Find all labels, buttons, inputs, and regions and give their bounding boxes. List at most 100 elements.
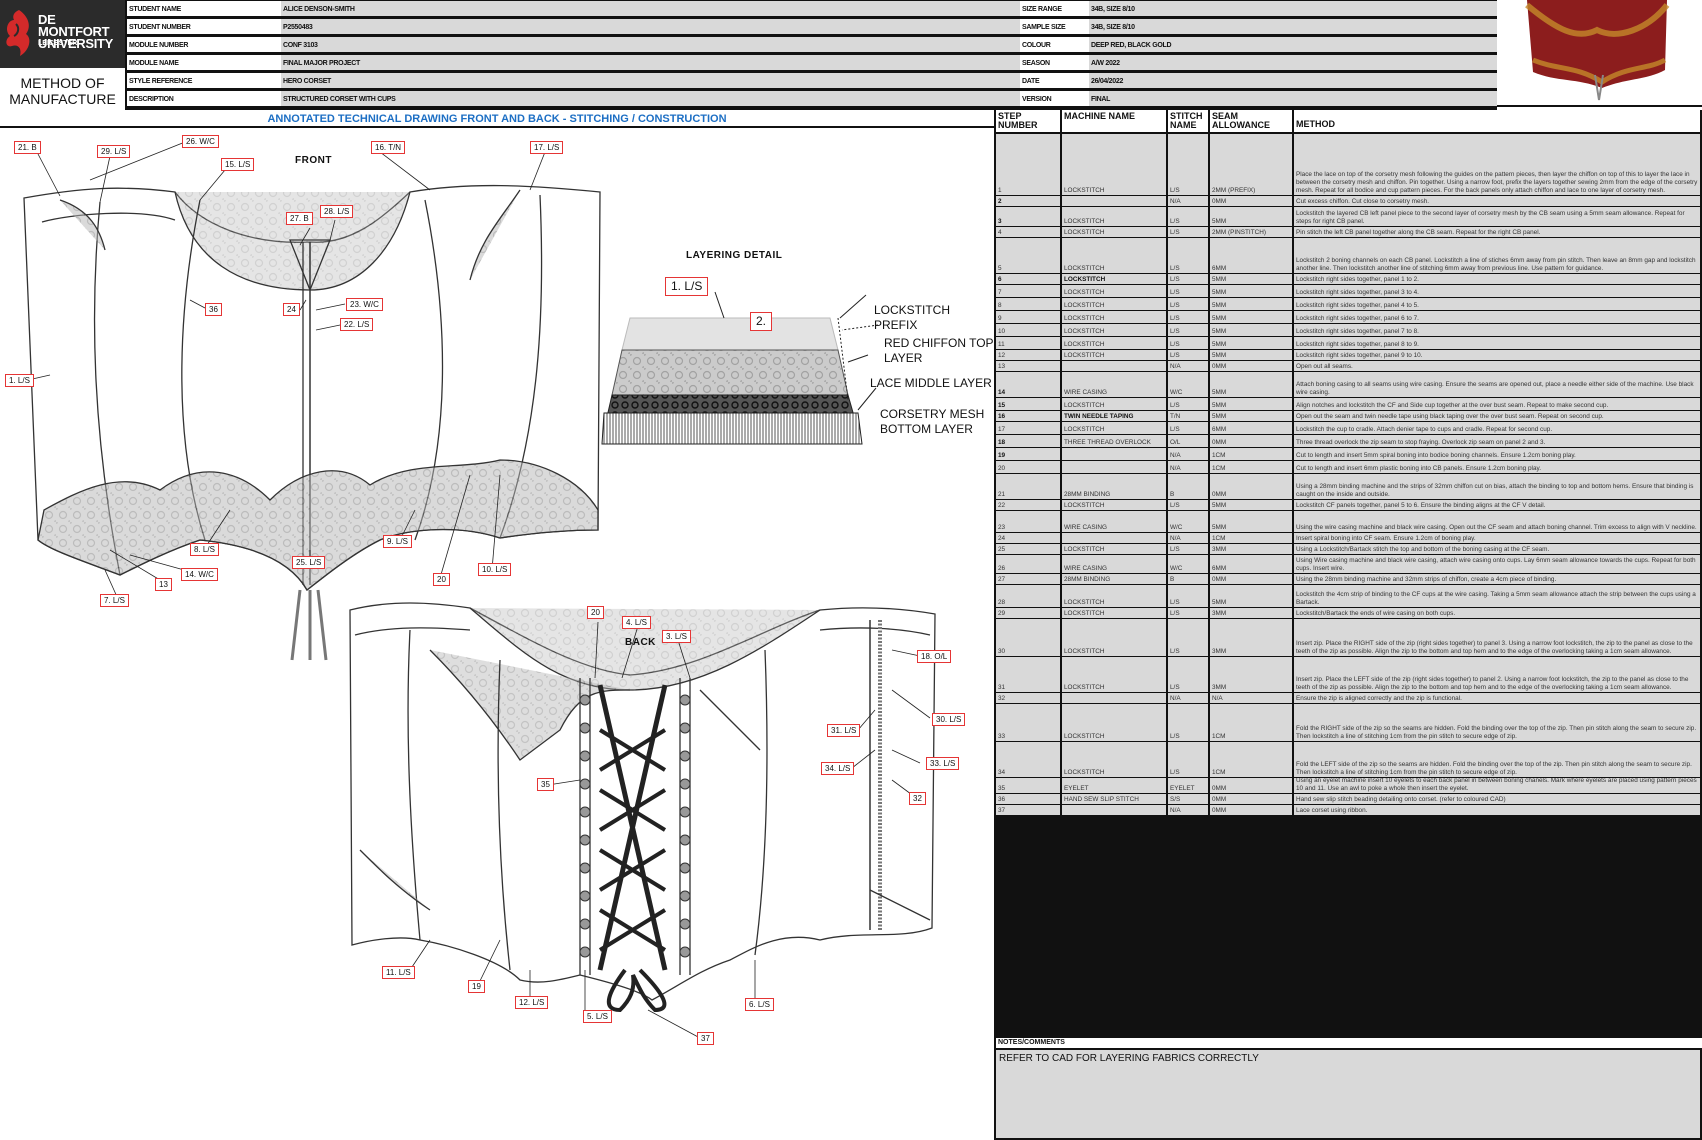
front-tag: 13 <box>155 578 172 591</box>
table-cell-seam: 1CM <box>1210 704 1292 741</box>
table-cell-method: Fold the LEFT side of the zip so the sea… <box>1294 742 1700 777</box>
table-cell-stitch: L/S <box>1168 274 1208 284</box>
university-name-1: DE MONTFORT <box>38 12 110 39</box>
table-cell-step: 33 <box>996 704 1060 741</box>
front-tag: 29. L/S <box>97 145 131 158</box>
header-label: DESCRIPTION <box>127 91 281 106</box>
back-tag: 35 <box>537 778 554 791</box>
table-cell-stitch: L/S <box>1168 608 1208 618</box>
dragon-crest-icon <box>6 10 30 56</box>
table-cell-seam: 1CM <box>1210 461 1292 473</box>
layer-label-lace: LACE MIDDLE LAYER <box>870 376 992 390</box>
table-cell-step: 28 <box>996 585 1060 607</box>
table-cell-seam: 0MM <box>1210 474 1292 499</box>
back-label: BACK <box>625 637 656 648</box>
eyelet-icon <box>679 862 691 874</box>
table-cell-step: 14 <box>996 372 1060 397</box>
table-cell-step: 15 <box>996 398 1060 410</box>
table-cell-stitch: L/S <box>1168 324 1208 336</box>
table-cell-step: 1 <box>996 134 1060 195</box>
leader-lines <box>27 141 931 1039</box>
eyelet-icon <box>579 834 591 846</box>
table-cell-machine: WIRE CASING <box>1062 555 1166 573</box>
table-cell-seam: 5MM <box>1210 285 1292 297</box>
header-stitch: STITCH NAME <box>1168 110 1208 132</box>
back-tag: 37 <box>697 1032 714 1045</box>
table-cell-method: Using a 28mm binding machine and the str… <box>1294 474 1700 499</box>
table-cell-step: 3 <box>996 207 1060 226</box>
table-cell-seam: 5MM <box>1210 411 1292 421</box>
corset-thumbnail-icon <box>1525 0 1670 101</box>
front-tag: 14. W/C <box>181 568 218 581</box>
table-cell-method: Fold the RIGHT side of the zip so the se… <box>1294 704 1700 741</box>
front-tag: 27. B <box>286 212 313 225</box>
table-cell-method: Lockstitch the cup to cradle. Attach den… <box>1294 422 1700 434</box>
header-value: HERO CORSET <box>281 73 1020 88</box>
table-cell-stitch: W/C <box>1168 372 1208 397</box>
table-cell-method: Attach boning casing to all seams using … <box>1294 372 1700 397</box>
table-cell-method: Open out the seam and twin needle tape u… <box>1294 411 1700 421</box>
back-tag: 34. L/S <box>821 762 855 775</box>
table-cell-stitch: L/S <box>1168 227 1208 237</box>
table-cell-seam: 0MM <box>1210 794 1292 804</box>
front-label: FRONT <box>295 155 332 166</box>
front-tag: 20 <box>433 573 450 586</box>
header-value: P2550483 <box>281 19 1020 34</box>
header-label: SIZE RANGE <box>1020 1 1089 16</box>
table-cell-seam: 5MM <box>1210 311 1292 323</box>
table-cell-stitch: L/S <box>1168 619 1208 656</box>
table-cell-stitch: L/S <box>1168 207 1208 226</box>
table-cell-seam: 6MM <box>1210 555 1292 573</box>
table-cell-seam: 6MM <box>1210 422 1292 434</box>
table-cell-machine: 28MM BINDING <box>1062 474 1166 499</box>
back-tag: 3. L/S <box>662 630 691 643</box>
table-cell-seam: 0MM <box>1210 196 1292 206</box>
eyelet-icon <box>679 946 691 958</box>
table-cell-step: 30 <box>996 619 1060 656</box>
table-cell-stitch: L/S <box>1168 500 1208 510</box>
table-cell-method: Using Wire casing machine and black wire… <box>1294 555 1700 573</box>
header-method: METHOD <box>1294 110 1700 132</box>
table-cell-step: 24 <box>996 533 1060 543</box>
eyelet-icon <box>679 722 691 734</box>
table-cell-machine: LOCKSTITCH <box>1062 544 1166 554</box>
back-tag: 30. L/S <box>932 713 966 726</box>
back-tag: 31. L/S <box>827 724 861 737</box>
table-cell-step: 11 <box>996 337 1060 349</box>
table-cell-step: 17 <box>996 422 1060 434</box>
front-tag: 21. B <box>14 141 41 154</box>
table-cell-stitch: L/S <box>1168 285 1208 297</box>
method-table: STEP NUMBER MACHINE NAME STITCH NAME SEA… <box>994 110 1702 1140</box>
table-cell-step: 34 <box>996 742 1060 777</box>
table-cell-stitch: L/S <box>1168 398 1208 410</box>
table-cell-seam: N/A <box>1210 693 1292 703</box>
table-cell-method: Lockstitch 2 boning channels on each CB … <box>1294 238 1700 273</box>
table-cell-step: 10 <box>996 324 1060 336</box>
table-cell-machine: LOCKSTITCH <box>1062 398 1166 410</box>
eyelet-icon <box>679 806 691 818</box>
table-cell-seam: 3MM <box>1210 608 1292 618</box>
eyelet-icon <box>579 946 591 958</box>
front-tag: 26. W/C <box>182 135 219 148</box>
drawing-title: ANNOTATED TECHNICAL DRAWING FRONT AND BA… <box>0 110 994 128</box>
table-cell-machine: LOCKSTITCH <box>1062 619 1166 656</box>
table-cell-method: Using an eyelet machine insert 10 eyelet… <box>1294 778 1700 793</box>
eyelet-icon <box>579 778 591 790</box>
table-cell-machine <box>1062 461 1166 473</box>
table-cell-stitch: B <box>1168 474 1208 499</box>
table-cell-method: Pin stitch the left CB panel together al… <box>1294 227 1700 237</box>
table-cell-stitch: N/A <box>1168 448 1208 460</box>
table-cell-machine: LOCKSTITCH <box>1062 134 1166 195</box>
header-label: STUDENT NUMBER <box>127 19 281 34</box>
table-cell-step: 13 <box>996 361 1060 371</box>
table-cell-method: Lockstitch the layered CB left panel pie… <box>1294 207 1700 226</box>
front-tag: 8. L/S <box>190 543 219 556</box>
table-cell-stitch: N/A <box>1168 461 1208 473</box>
layering-detail-title: LAYERING DETAIL <box>686 250 783 261</box>
table-cell-seam: 1CM <box>1210 742 1292 777</box>
table-cell-step: 19 <box>996 448 1060 460</box>
